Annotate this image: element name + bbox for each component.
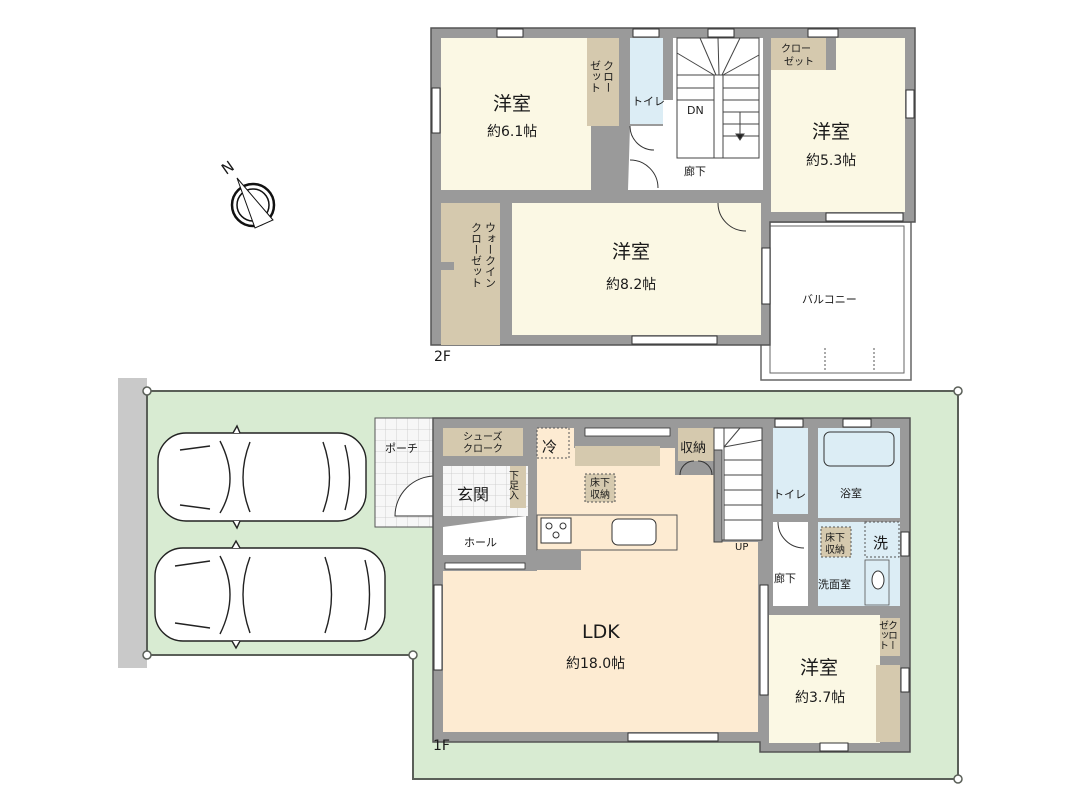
compass-north-label: N (218, 157, 238, 178)
storage-label: 収納 (680, 441, 706, 456)
shoe-cloak-line2: クローク (463, 443, 503, 455)
closet-b-line1: クロー (781, 43, 811, 55)
closet-1f-line1: クロー (886, 620, 897, 650)
underfloor-storage-kitchen-line2: 収納 (590, 488, 610, 501)
road (118, 378, 147, 668)
room-size-western-1f: 約3.7帖 (795, 690, 845, 706)
closet-1f-line2: ゼット (877, 620, 889, 650)
stove (540, 517, 572, 544)
parking-car-2 (154, 539, 386, 650)
underfloor-storage-kitchen (584, 473, 616, 503)
hallway-1f-label: 廊下 (774, 571, 796, 585)
walk-in-closet-label: ウォークイン クローゼット (470, 222, 497, 288)
underfloor-storage-wash (820, 526, 852, 558)
room-size-western-c: 約8.2帖 (606, 277, 656, 293)
svg-text:クローゼット: クローゼット (470, 222, 483, 288)
toilet-1f-label: トイレ (773, 488, 806, 501)
shoe-cloak (443, 428, 523, 456)
porch-label: ポーチ (385, 442, 418, 455)
shoe-cloak-line1: シューズ (463, 430, 503, 443)
closet-b-line2: ゼット (784, 56, 814, 68)
ldk-label: LDK (582, 621, 620, 643)
parking-car-1 (157, 424, 367, 530)
toilet-2f (630, 38, 663, 124)
shoe-box-label: 下足入 (507, 470, 519, 500)
stairs-1f-up-label: UP (735, 542, 748, 553)
floor-1f: UP ポーチ シューズ クローク (374, 417, 911, 754)
closet-2f-a (587, 38, 619, 126)
svg-text:クロー: クロー (602, 60, 615, 93)
washroom-label: 洗面室 (818, 577, 851, 591)
room-western-8-2 (512, 203, 761, 335)
floor-1f-label: 1F (433, 738, 450, 754)
closet-a-label: クロー ゼット (589, 60, 615, 93)
room-size-western-a: 約6.1帖 (487, 124, 537, 140)
room-name-western-1f: 洋室 (800, 657, 838, 679)
sink (611, 518, 657, 546)
closet-1f (880, 618, 900, 656)
storage (678, 428, 714, 461)
balcony-label: バルコニー (802, 293, 857, 306)
room-western-5-3 (771, 38, 905, 212)
shoe-box (510, 466, 526, 508)
room-western-6-1 (441, 38, 591, 190)
hall-label: ホール (464, 536, 497, 549)
underfloor-storage-kitchen-line1: 床下 (590, 476, 610, 489)
toilet-1f (773, 428, 808, 514)
hallway-2f-label: 廊下 (684, 164, 706, 178)
walk-in-closet-2f (441, 203, 500, 345)
underfloor-storage-wash-line2: 収納 (825, 543, 845, 556)
underfloor-storage-wash-line1: 床下 (825, 531, 845, 544)
bathroom-label: 浴室 (840, 486, 862, 500)
room-name-western-b: 洋室 (812, 121, 850, 143)
svg-text:ゼット: ゼット (589, 60, 602, 93)
hall (443, 516, 526, 555)
room-name-western-c: 洋室 (612, 241, 650, 263)
hallway-1f (773, 522, 808, 606)
room-size-western-b: 約5.3帖 (806, 153, 856, 169)
fridge (536, 427, 570, 459)
entrance-label: 玄関 (457, 485, 489, 504)
stairs-1f (713, 427, 763, 543)
svg-text:ウォークイン: ウォークイン (484, 222, 497, 288)
ldk-size: 約18.0帖 (566, 656, 625, 672)
washer-space (864, 521, 900, 558)
fridge-label: 冷 (542, 438, 557, 456)
stairs-2f (676, 37, 760, 159)
floor-2f: DN 洋室 約6.1帖 (430, 27, 916, 381)
ldk (443, 428, 758, 732)
compass-icon: N (218, 157, 276, 229)
toilet-2f-label: トイレ (632, 95, 665, 108)
room-western-3-7 (769, 615, 880, 743)
washer-label: 洗 (873, 534, 888, 552)
closet-2f-b (771, 38, 826, 70)
room-name-western-a: 洋室 (493, 93, 531, 115)
floor-2f-label: 2F (434, 349, 451, 365)
stairs-2f-dn-label: DN (687, 104, 704, 117)
